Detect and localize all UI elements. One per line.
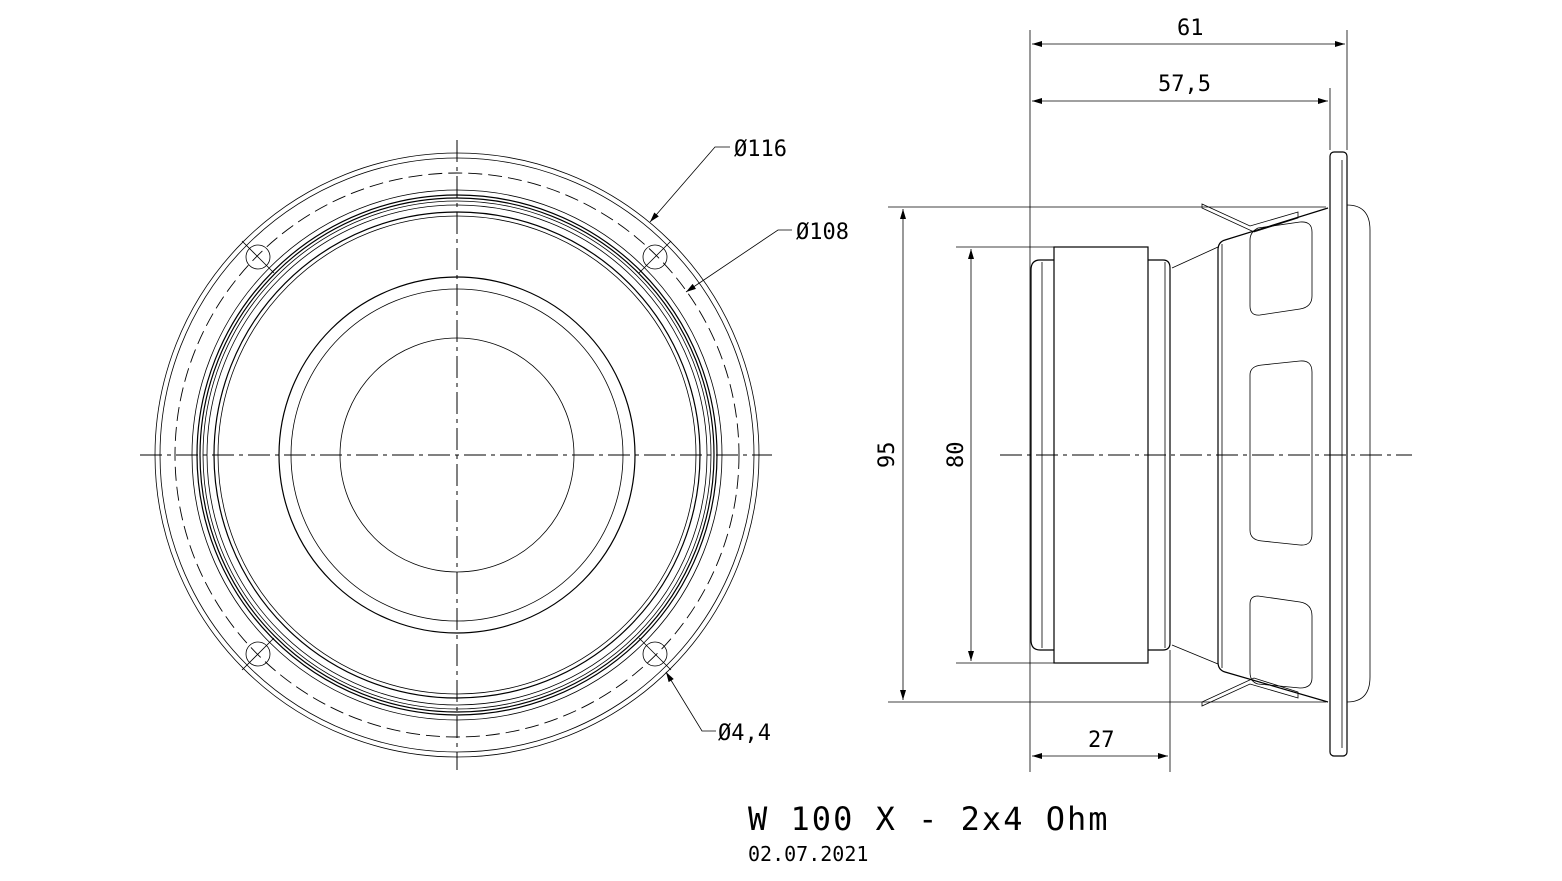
side-view: [1000, 151, 1412, 757]
magnet-depth-label: 27: [1088, 728, 1115, 753]
depth-flange-label: 57,5: [1158, 72, 1211, 97]
drawing-date: 02.07.2021: [748, 842, 869, 866]
side-dimensions: [888, 30, 1348, 772]
cutout-height-label: 95: [875, 442, 900, 469]
hole-diameter-label: Ø4,4: [718, 721, 771, 746]
front-view: [140, 140, 792, 770]
magnet-height-label: 80: [944, 442, 969, 469]
bolt-circle-label: Ø108: [796, 220, 849, 245]
outer-diameter-label: Ø116: [734, 137, 787, 162]
mounting-holes: [241, 240, 672, 671]
drawing-title: W 100 X - 2x4 Ohm: [748, 800, 1110, 838]
depth-total-label: 61: [1177, 16, 1204, 41]
